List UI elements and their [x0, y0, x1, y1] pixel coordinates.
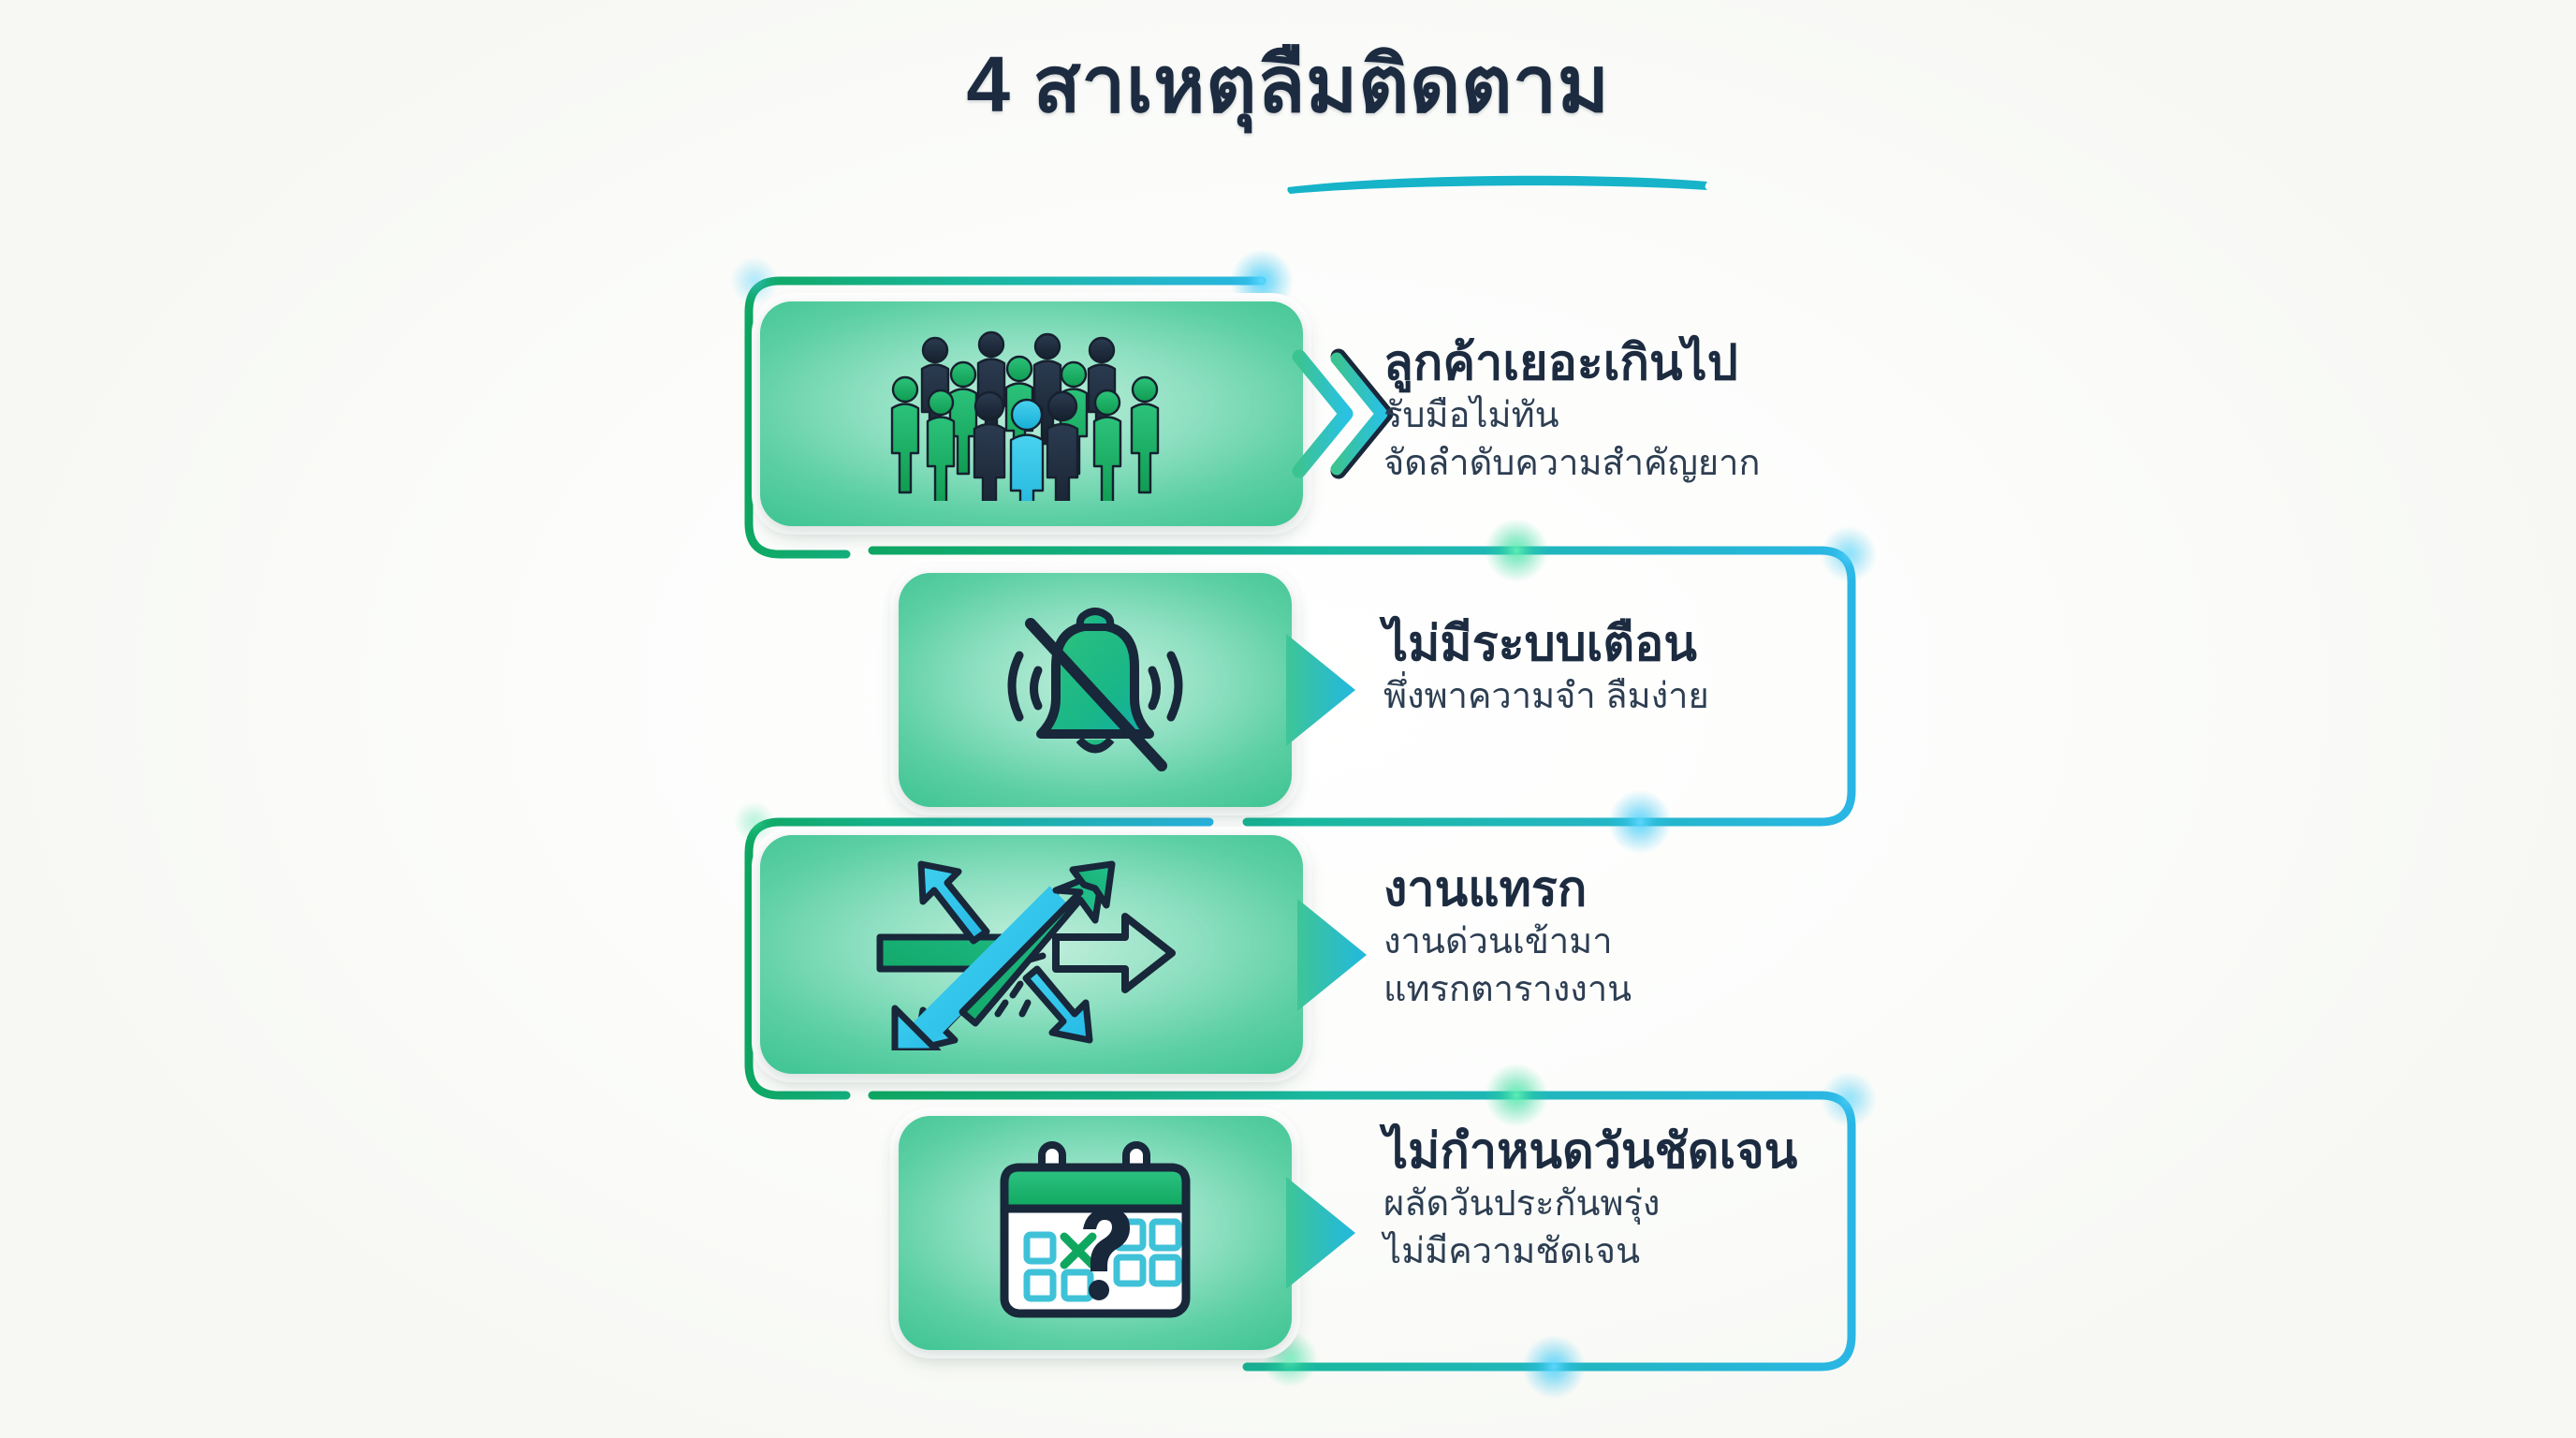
text-block-3: งานแทรก งานด่วนเข้ามา แทรกตารางงาน	[1383, 861, 1632, 1014]
card-1-icon-area	[760, 301, 1303, 526]
text-block-2: ไม่มีระบบเตือน พึ่งพาความจำ ลืมง่าย	[1383, 616, 1709, 721]
item-1-subline-2: จัดลำดับความสำคัญยาก	[1383, 444, 1761, 484]
arrow-right-tag-icon	[1286, 1177, 1355, 1289]
text-block-1: ลูกค้าเยอะเกินไป รับมือไม่ทัน จัดลำดับคว…	[1383, 335, 1760, 488]
crowd-of-people-icon	[890, 330, 1160, 501]
arrow-right-tag-icon	[1297, 898, 1367, 1011]
card-2-icon-area	[899, 573, 1292, 807]
card-3[interactable]	[760, 835, 1367, 1074]
item-2-subline-1: พึ่งพาความจำ ลืมง่าย	[1383, 677, 1709, 717]
card-3-icon-area	[760, 835, 1303, 1074]
card-2[interactable]	[899, 573, 1355, 807]
item-3-subline-2: แทรกตารางงาน	[1383, 970, 1632, 1010]
card-4-icon-area	[899, 1116, 1292, 1350]
item-4-heading: ไม่กำหนดวันชัดเจน	[1383, 1124, 1798, 1179]
text-block-4: ไม่กำหนดวันชัดเจน ผลัดวันประกันพรุ่ง ไม่…	[1383, 1123, 1797, 1276]
item-3-heading: งานแทรก	[1383, 862, 1588, 917]
page-title: 4 สาเหตุลืมติดตาม	[966, 40, 1610, 128]
item-1-heading: ลูกค้าเยอะเกินไป	[1383, 336, 1738, 390]
title-underline-swoosh	[1287, 175, 1707, 194]
card-4[interactable]	[899, 1116, 1355, 1350]
crossing-arrows-icon	[876, 860, 1176, 1050]
item-1-subline-1: รับมือไม่ทัน	[1383, 396, 1559, 436]
item-2-heading: ไม่มีระบบเตือน	[1383, 617, 1697, 671]
item-3-subline-1: งานด่วนเข้ามา	[1383, 922, 1613, 962]
card-1[interactable]	[760, 301, 1394, 526]
title-block: 4 สาเหตุลืมติดตาม	[0, 40, 2576, 128]
item-4-subline-2: ไม่มีความชัดเจน	[1383, 1232, 1641, 1272]
arrow-right-tag-icon	[1286, 634, 1355, 746]
item-4-subline-1: ผลัดวันประกันพรุ่ง	[1383, 1184, 1661, 1225]
calendar-question-icon	[1000, 1141, 1191, 1318]
bell-off-icon	[1007, 607, 1183, 771]
